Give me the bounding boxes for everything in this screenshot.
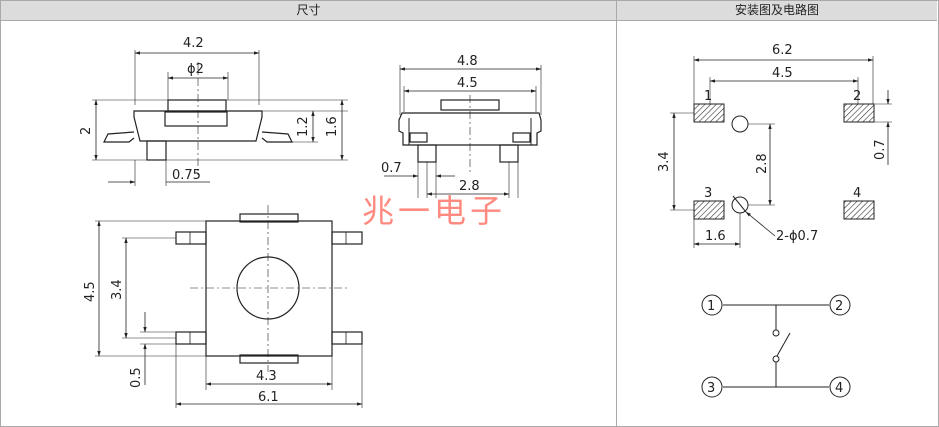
pad-4-label: 4	[853, 186, 861, 201]
front-pitch-label: 2.8	[459, 179, 480, 194]
front-pin-width-label: 0.7	[381, 161, 402, 176]
header-dimensions: 尺寸	[1, 1, 617, 21]
fp-overall-label: 6.2	[772, 43, 793, 58]
top-height-label: 4.5	[83, 281, 98, 302]
front-overall-label: 4.8	[457, 54, 478, 69]
fp-hole-label: 2-ϕ0.7	[776, 229, 818, 244]
top-pitch-label: 3.4	[110, 279, 125, 300]
top-view	[95, 205, 363, 408]
header-install-circuit: 安装图及电路图	[617, 1, 937, 21]
node-1-label: 1	[707, 299, 715, 314]
pad-3-label: 3	[704, 186, 712, 201]
top-body-width-label: 4.3	[256, 369, 277, 384]
side-button-dia-label: ϕ2	[187, 62, 204, 77]
top-pin-width-label: 0.5	[129, 367, 144, 388]
circuit-diagram	[701, 294, 851, 398]
front-body-label: 4.5	[457, 76, 478, 91]
fp-pad-width-label: 1.6	[705, 229, 726, 244]
side-view	[92, 50, 348, 186]
pad-2-label: 2	[853, 89, 861, 104]
footprint-view	[670, 56, 892, 248]
side-pin-height-label: 1.6	[325, 116, 340, 137]
side-pin-offset-label: 0.75	[172, 168, 201, 183]
fp-pitch-label: 4.5	[772, 66, 793, 81]
fp-hole-offset-label: 2.8	[755, 153, 770, 174]
side-width-label: 4.2	[183, 36, 204, 51]
node-4-label: 4	[835, 381, 843, 396]
node-2-label: 2	[835, 299, 843, 314]
node-3-label: 3	[707, 381, 715, 396]
pad-1-label: 1	[704, 89, 712, 104]
side-height-label: 2	[79, 127, 94, 135]
panel-divider	[616, 1, 617, 426]
watermark: 兆一电子	[362, 192, 506, 230]
fp-pitch-v-label: 3.4	[657, 151, 672, 172]
fp-pad-height-label: 0.7	[873, 139, 888, 160]
side-body-height-label: 1.2	[296, 116, 311, 137]
front-view	[384, 65, 542, 198]
top-overall-label: 6.1	[258, 390, 279, 405]
